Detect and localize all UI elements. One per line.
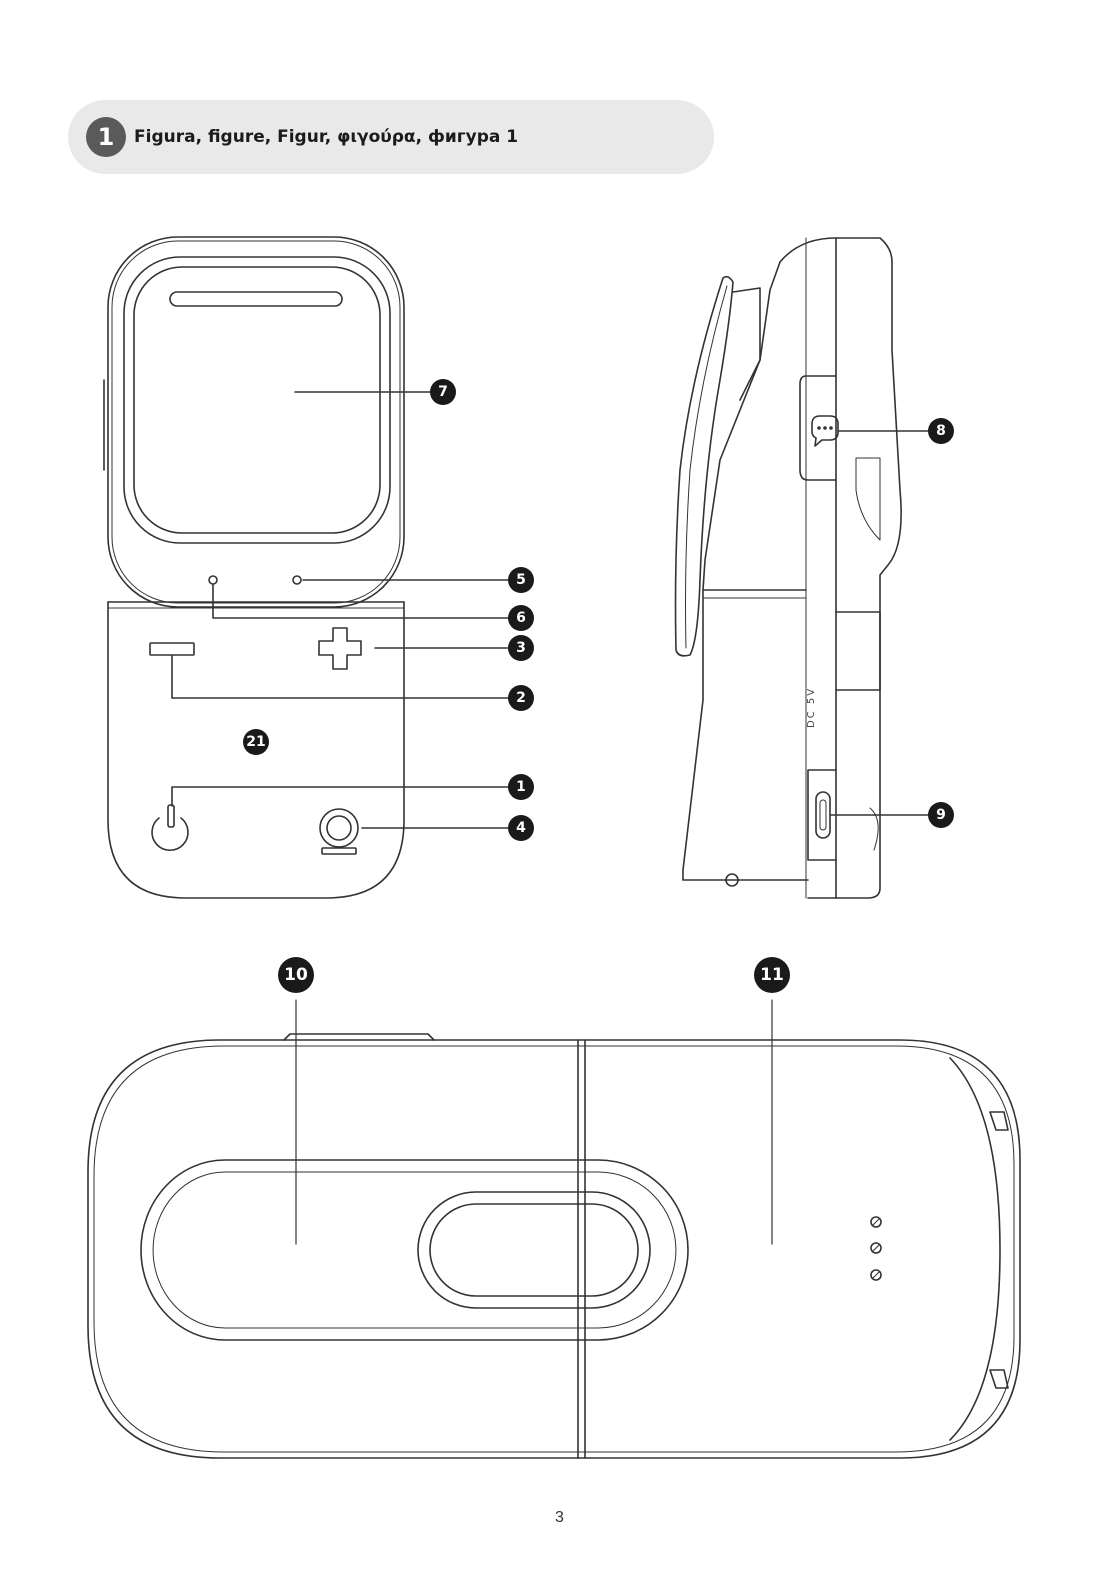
minus-icon: [150, 643, 194, 655]
callout-11: 11: [754, 957, 790, 993]
callout-8: 8: [928, 418, 954, 444]
plus-icon: [319, 628, 361, 669]
callout-2: 2: [508, 685, 534, 711]
callout-4: 4: [508, 815, 534, 841]
front-head-rim: [124, 257, 390, 543]
callout-21: 21: [243, 729, 269, 755]
led-right: [293, 576, 301, 584]
indicator-light-icon: [871, 1217, 881, 1280]
bottom-slot-inner: [430, 1204, 638, 1296]
side-body-front: [780, 238, 901, 898]
camera-icon: [320, 809, 358, 854]
bottom-view: [88, 1000, 1020, 1458]
page-number: 3: [0, 1508, 1119, 1528]
callout-9: 9: [928, 802, 954, 828]
front-head-inner: [134, 267, 380, 533]
dc-port-label: DC 5V: [806, 687, 818, 728]
front-view: [104, 237, 508, 898]
front-slot: [170, 292, 342, 306]
chat-bubble-icon: [812, 416, 838, 446]
led-left: [209, 576, 217, 584]
side-clip: [676, 277, 734, 656]
callout-10: 10: [278, 957, 314, 993]
side-view: [676, 238, 929, 898]
usb-c-port-icon: [816, 792, 830, 838]
callout-3: 3: [508, 635, 534, 661]
callout-5: 5: [508, 567, 534, 593]
callout-1: 1: [508, 774, 534, 800]
power-icon: [152, 805, 188, 850]
bottom-clip-outer: [141, 1160, 688, 1340]
callout-6: 6: [508, 605, 534, 631]
callout-7: 7: [430, 379, 456, 405]
